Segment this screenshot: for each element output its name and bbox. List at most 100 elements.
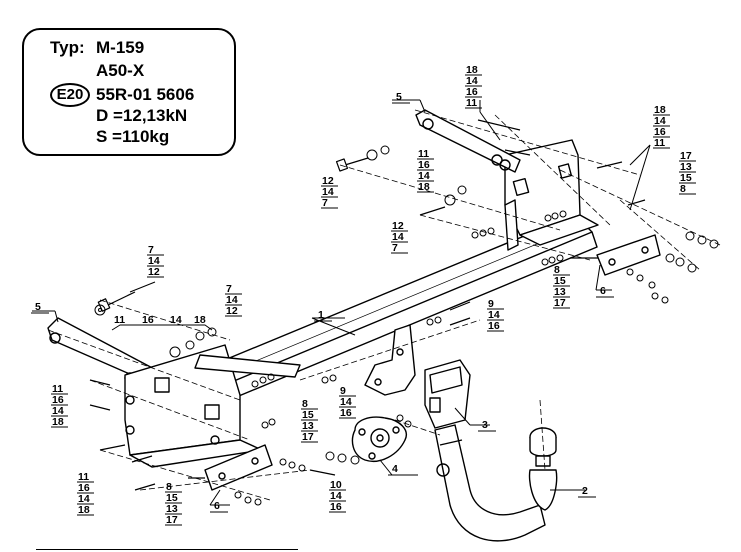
callout-number: 6 [214,500,220,512]
callout-number: 13 [680,161,692,173]
callout-number: 17 [302,431,314,443]
callout-number: 2 [582,485,588,497]
callout-number: 15 [166,492,178,504]
callout-number: 1 [318,309,324,321]
callout-number: 4 [392,463,398,475]
callout-number: 16 [654,126,666,138]
callout-number: 14 [226,294,238,306]
callout-c6a: 6 [596,285,614,298]
callout-number: 11 [78,471,89,483]
callout-number: 8 [680,183,686,195]
callout-number: 14 [148,255,160,267]
callout-number: 12 [148,266,160,278]
callout-number: 14 [466,75,478,87]
callout-number: 9 [340,385,346,397]
callout-c3: 3 [478,419,496,432]
callout-c4: 4 [388,463,406,476]
callout-number: 16 [340,407,352,419]
typ-label: Typ: [50,38,85,57]
callout-number: 14 [330,490,342,502]
callout-number: 16 [330,501,342,513]
s-value: S =110kg [96,127,170,146]
callout-number: 14 [418,170,430,182]
callout-number: 15 [554,275,566,287]
callout-number: 6 [600,285,606,297]
callout-c2: 2 [578,485,596,498]
callout-number: 7 [148,244,154,256]
brace-labels: 11 16 14 18 [114,314,206,326]
towball-neck [434,424,546,542]
callout-number: 18 [654,104,666,116]
callout-number: 7 [322,197,328,209]
e20-approval-mark: E20 [50,83,90,107]
callout-c5b: 5 [31,301,49,314]
callout-number: 18 [78,504,90,516]
callout-c6b: 6 [210,500,228,513]
callout-number: 13 [302,420,314,432]
left-brace-support [194,354,301,378]
callout-c5a: 5 [392,91,410,104]
callout-number: 14 [322,186,334,198]
callout-number: 10 [330,479,342,491]
model-line-2: A50-X [96,61,145,80]
callout-number: 11 [466,97,477,109]
bottom-rule [36,549,298,550]
brace-label: 18 [194,314,206,326]
d-value: D =12,13kN [96,106,188,125]
callout-number: 11 [418,148,429,160]
callout-number: 14 [654,115,666,127]
callout-number: 15 [302,409,314,421]
brace-label: 11 [114,314,125,326]
callout-number: 3 [482,419,488,431]
brace-label: 14 [170,314,182,326]
left-mounting-bracket [124,344,263,468]
callout-number: 11 [654,137,665,149]
callout-number: 14 [78,493,90,505]
callout-number: 8 [554,264,560,276]
callout-number: 7 [392,242,398,254]
part-callouts: 1234556618141611181416111713158121471116… [31,64,696,526]
callout-number: 18 [466,64,478,76]
callout-number: 18 [52,416,64,428]
model-line-1: M-159 [96,38,145,57]
callout-number: 13 [554,286,566,298]
callout-number: 8 [166,481,172,493]
callout-number: 12 [226,305,238,317]
right-lower-plate [596,234,661,276]
right-side-arm [415,109,521,173]
part-group-brace [111,324,213,331]
washers-and-nuts [94,145,719,506]
callout-number: 13 [166,503,178,515]
towball [528,427,558,511]
callout-number: 14 [392,231,404,243]
callout-number: 7 [226,283,232,295]
callout-number: 17 [166,514,178,526]
callout-number: 17 [680,150,692,162]
callout-number: 9 [488,298,494,310]
center-hitch-bracket [364,324,416,396]
callout-number: 12 [392,220,404,232]
callout-number: 15 [680,172,692,184]
callout-number: 17 [554,297,566,309]
callout-number: 5 [396,91,402,103]
callout-number: 8 [302,398,308,410]
callout-number: 14 [488,309,500,321]
callout-number: 14 [340,396,352,408]
brace-label: 16 [142,314,154,326]
callout-number: 14 [52,405,64,417]
